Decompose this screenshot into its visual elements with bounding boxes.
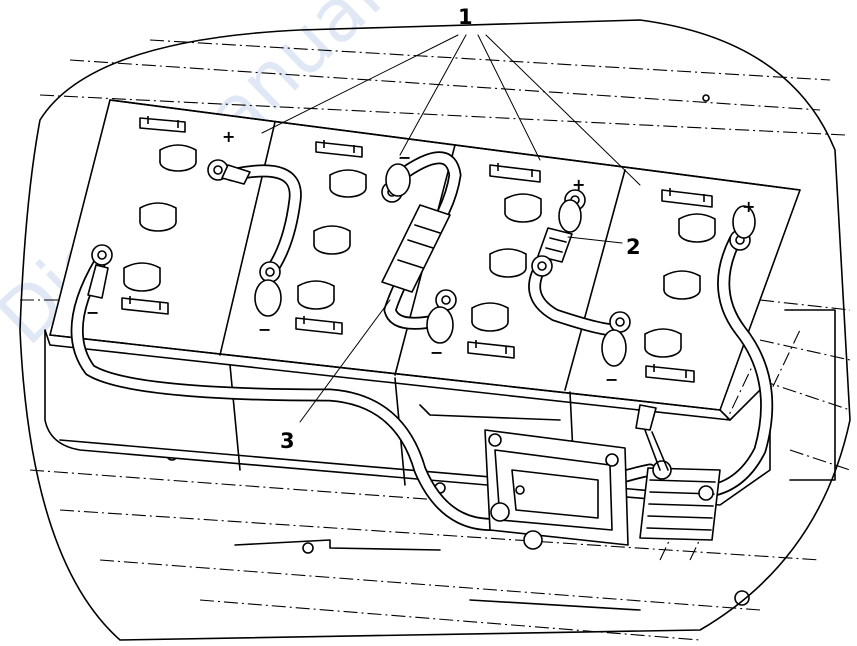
terminal-lug <box>729 205 756 251</box>
leader-lines <box>261 34 641 423</box>
harness-connector <box>537 227 573 263</box>
vent-cap <box>313 225 351 255</box>
svg-text:+: + <box>222 127 235 146</box>
terminal-lug <box>207 159 251 185</box>
controller-module <box>484 404 721 550</box>
vent-cap <box>678 213 716 243</box>
terminal-lug <box>531 255 553 277</box>
vent-caps <box>123 144 716 358</box>
terminal-lug <box>426 289 457 344</box>
callout-labels: 1 2 3 <box>280 5 641 453</box>
vent-cap <box>504 193 542 223</box>
vent-cap <box>644 328 682 358</box>
callout-1: 1 <box>458 5 473 29</box>
svg-text:−: − <box>605 370 618 389</box>
terminal-lug <box>381 163 411 203</box>
terminal-lug <box>254 261 282 317</box>
battery-cells <box>49 99 801 411</box>
callout-2: 2 <box>626 235 641 259</box>
svg-text:−: − <box>430 343 443 362</box>
vent-cap <box>139 202 177 232</box>
svg-text:+: + <box>572 175 585 194</box>
svg-text:+: + <box>742 197 755 216</box>
fuse-holder <box>381 204 451 293</box>
terminal-lug <box>87 244 113 299</box>
vent-cap <box>663 270 701 300</box>
vent-cap <box>123 262 161 292</box>
callout-3: 3 <box>280 429 295 453</box>
terminal-lug <box>558 189 586 233</box>
svg-text:−: − <box>398 148 411 167</box>
terminals <box>87 159 756 367</box>
lifting-handles <box>121 116 713 383</box>
vent-cap <box>489 248 527 278</box>
svg-text:−: − <box>86 303 99 322</box>
vent-cap <box>329 169 367 198</box>
vent-cap <box>471 302 509 332</box>
terminal-lug <box>601 311 631 367</box>
vent-cap <box>297 280 335 310</box>
battery-cables <box>70 151 774 531</box>
vent-cap <box>159 144 197 172</box>
svg-text:−: − <box>258 320 271 339</box>
